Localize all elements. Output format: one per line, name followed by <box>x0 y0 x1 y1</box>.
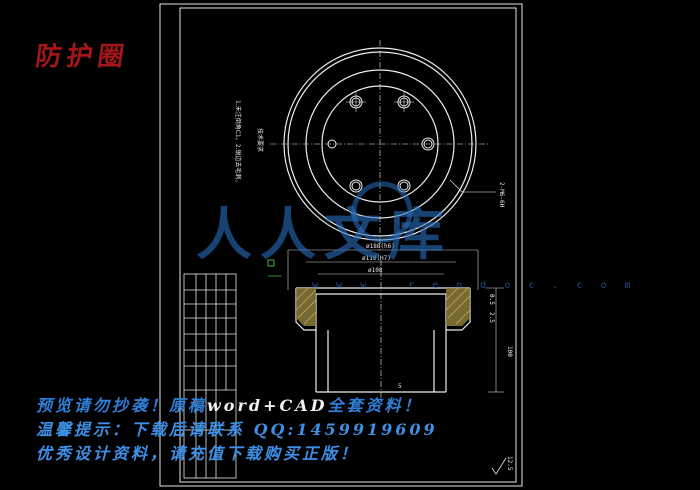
dim-outer: ø188(h6) <box>366 243 395 250</box>
dim-inner: ø108 <box>368 267 383 274</box>
overlay-line-1: 预览请勿抄袭！原稿word+CAD全套资料！ <box>36 392 423 416</box>
dimension-lines <box>287 249 504 393</box>
bolt-label: 2-M6-6H <box>498 182 505 208</box>
hatched-sections <box>295 287 471 326</box>
overlay-line-1b: word+CAD <box>207 396 328 415</box>
top-view <box>270 40 496 250</box>
roughness-symbol <box>491 457 507 475</box>
page-title: 防护圈 <box>33 42 131 72</box>
watermark-emblem <box>351 181 413 243</box>
overlay-line-3: 优秀设计资料，请充值下载购买正版！ <box>36 444 360 463</box>
dim-small2: 2.5 <box>488 312 495 323</box>
dim-height: 100 <box>506 346 513 357</box>
watermark-url: w w w . r e n d o c . c o m <box>312 280 637 291</box>
title-block <box>183 273 237 479</box>
dim-mid: ø110(H7) <box>362 255 391 262</box>
drawing-frame <box>159 3 523 487</box>
overlay-line-2: 温馨提示：下载后请联系 QQ:1459919609 <box>36 420 438 439</box>
dim-small3: 5 <box>398 383 402 390</box>
dim-small1: 0.5 <box>488 294 495 305</box>
layer-marker <box>267 259 275 267</box>
overlay-line-1c: 全套资料！ <box>327 396 423 415</box>
watermark-text: 人人文库 <box>196 202 452 268</box>
roughness-value: 12.5 <box>506 456 513 471</box>
tech-note-body: 1.未注倒角C1。2.锐边去毛刺。 <box>234 100 242 185</box>
overlay-line-1a: 预览请勿抄袭！原稿 <box>36 396 208 415</box>
tech-note-title: 技术要求 <box>256 128 264 152</box>
